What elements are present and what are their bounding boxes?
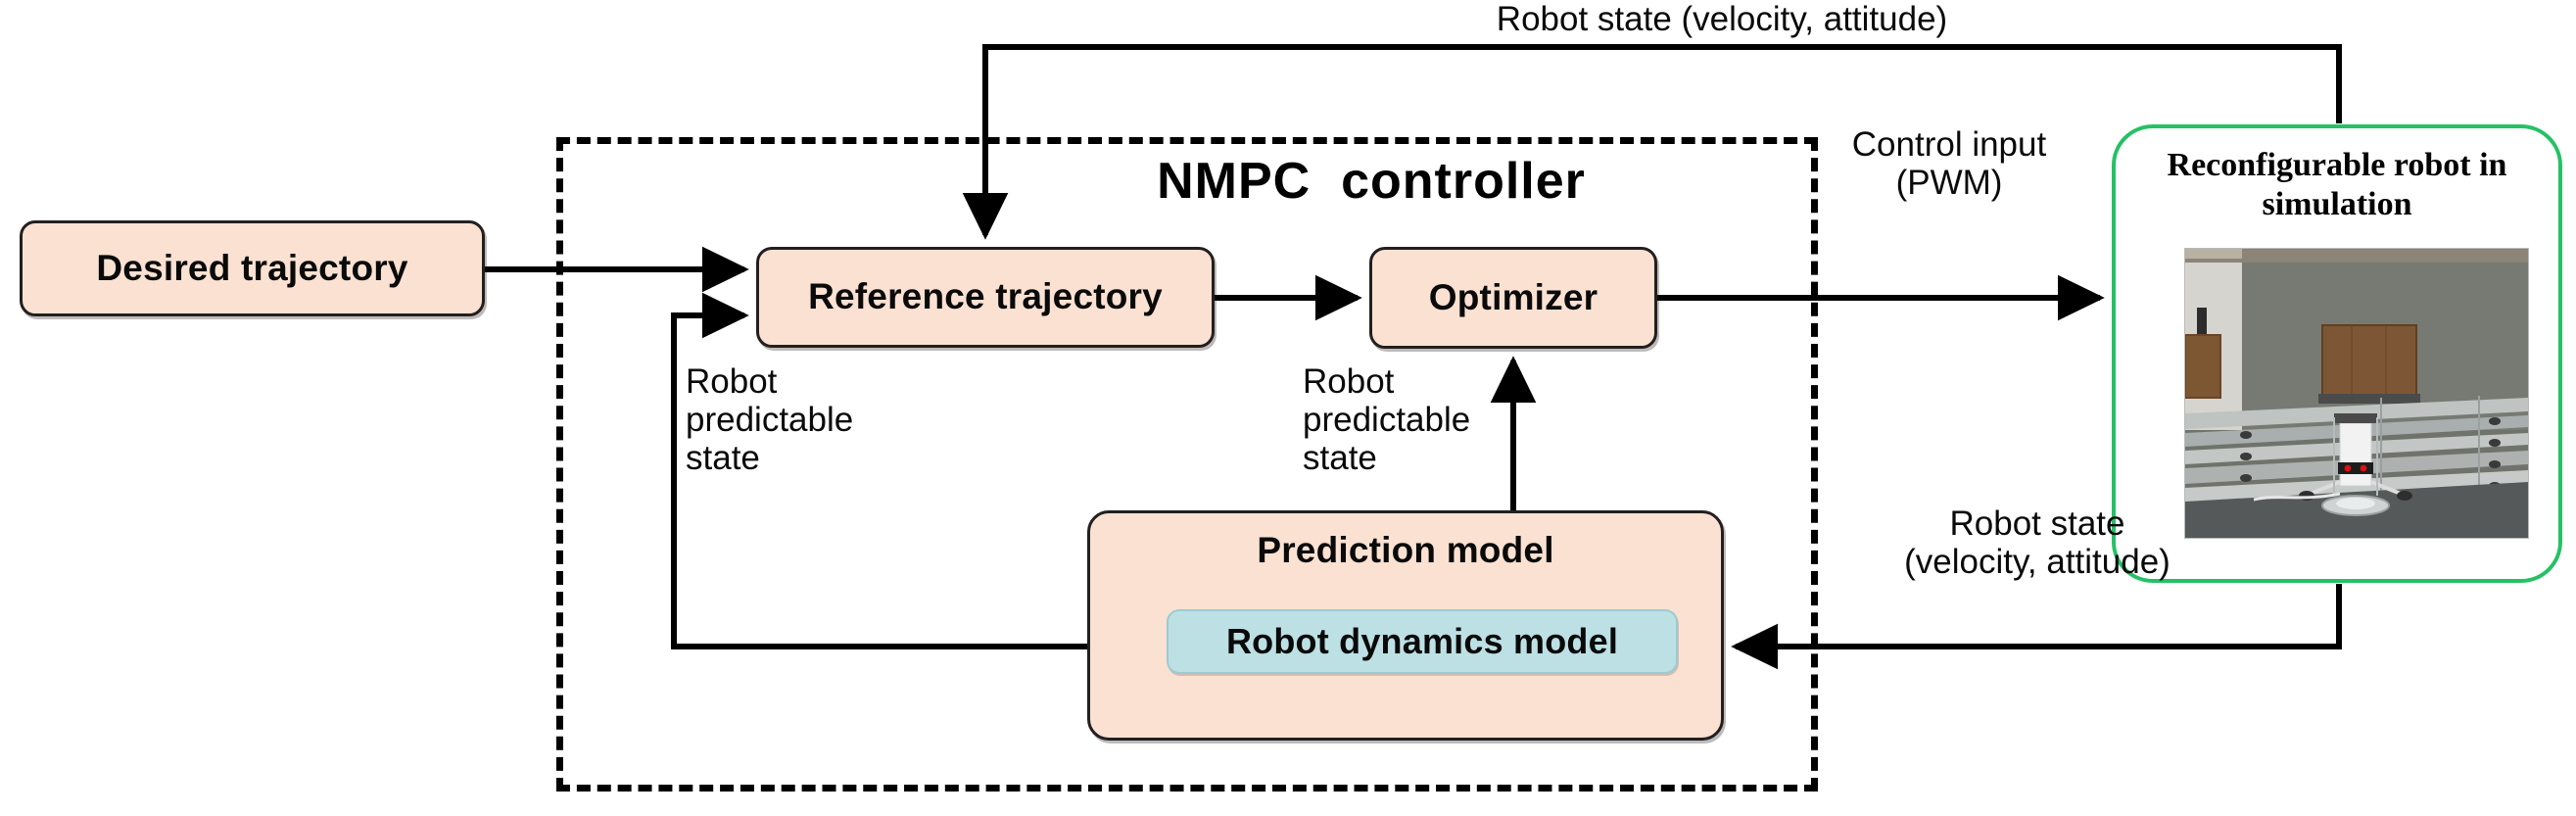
node-reference-trajectory[interactable]: Reference trajectory (756, 247, 1215, 348)
node-desired-trajectory-label: Desired trajectory (96, 247, 408, 288)
node-robot-dynamics-model-label: Robot dynamics model (1225, 621, 1619, 662)
nmpc-controller-boundary (556, 137, 1818, 792)
label-robot-predictable-state-mid: Robot predictable state (1303, 362, 1471, 478)
node-reference-trajectory-label: Reference trajectory (808, 276, 1163, 317)
label-control-input: Control input (PWM) (1851, 125, 2047, 203)
node-prediction-model-label: Prediction model (1257, 530, 1554, 570)
node-prediction-model[interactable]: Prediction model Robot dynamics model (1087, 510, 1724, 741)
node-robot-dynamics-model[interactable]: Robot dynamics model (1167, 609, 1678, 674)
wire-robot-state-right-feedback (1731, 584, 2342, 670)
simulation-panel-title: Reconfigurable robot in simulation (2167, 147, 2507, 223)
label-robot-state-top: Robot state (velocity, attitude) (1496, 0, 1948, 38)
node-desired-trajectory[interactable]: Desired trajectory (20, 220, 485, 316)
label-robot-predictable-state-left: Robot predictable state (686, 362, 854, 478)
node-optimizer[interactable]: Optimizer (1369, 247, 1657, 349)
nmpc-controller-title: NMPC controller (1157, 153, 1586, 210)
label-robot-state-right: Robot state (velocity, attitude) (1904, 504, 2171, 582)
node-optimizer-label: Optimizer (1428, 276, 1598, 317)
simulation-render-image (2184, 248, 2529, 539)
panel-reconfigurable-robot-simulation[interactable]: Reconfigurable robot in simulation (2112, 124, 2562, 583)
simulation-scene (2185, 249, 2528, 538)
